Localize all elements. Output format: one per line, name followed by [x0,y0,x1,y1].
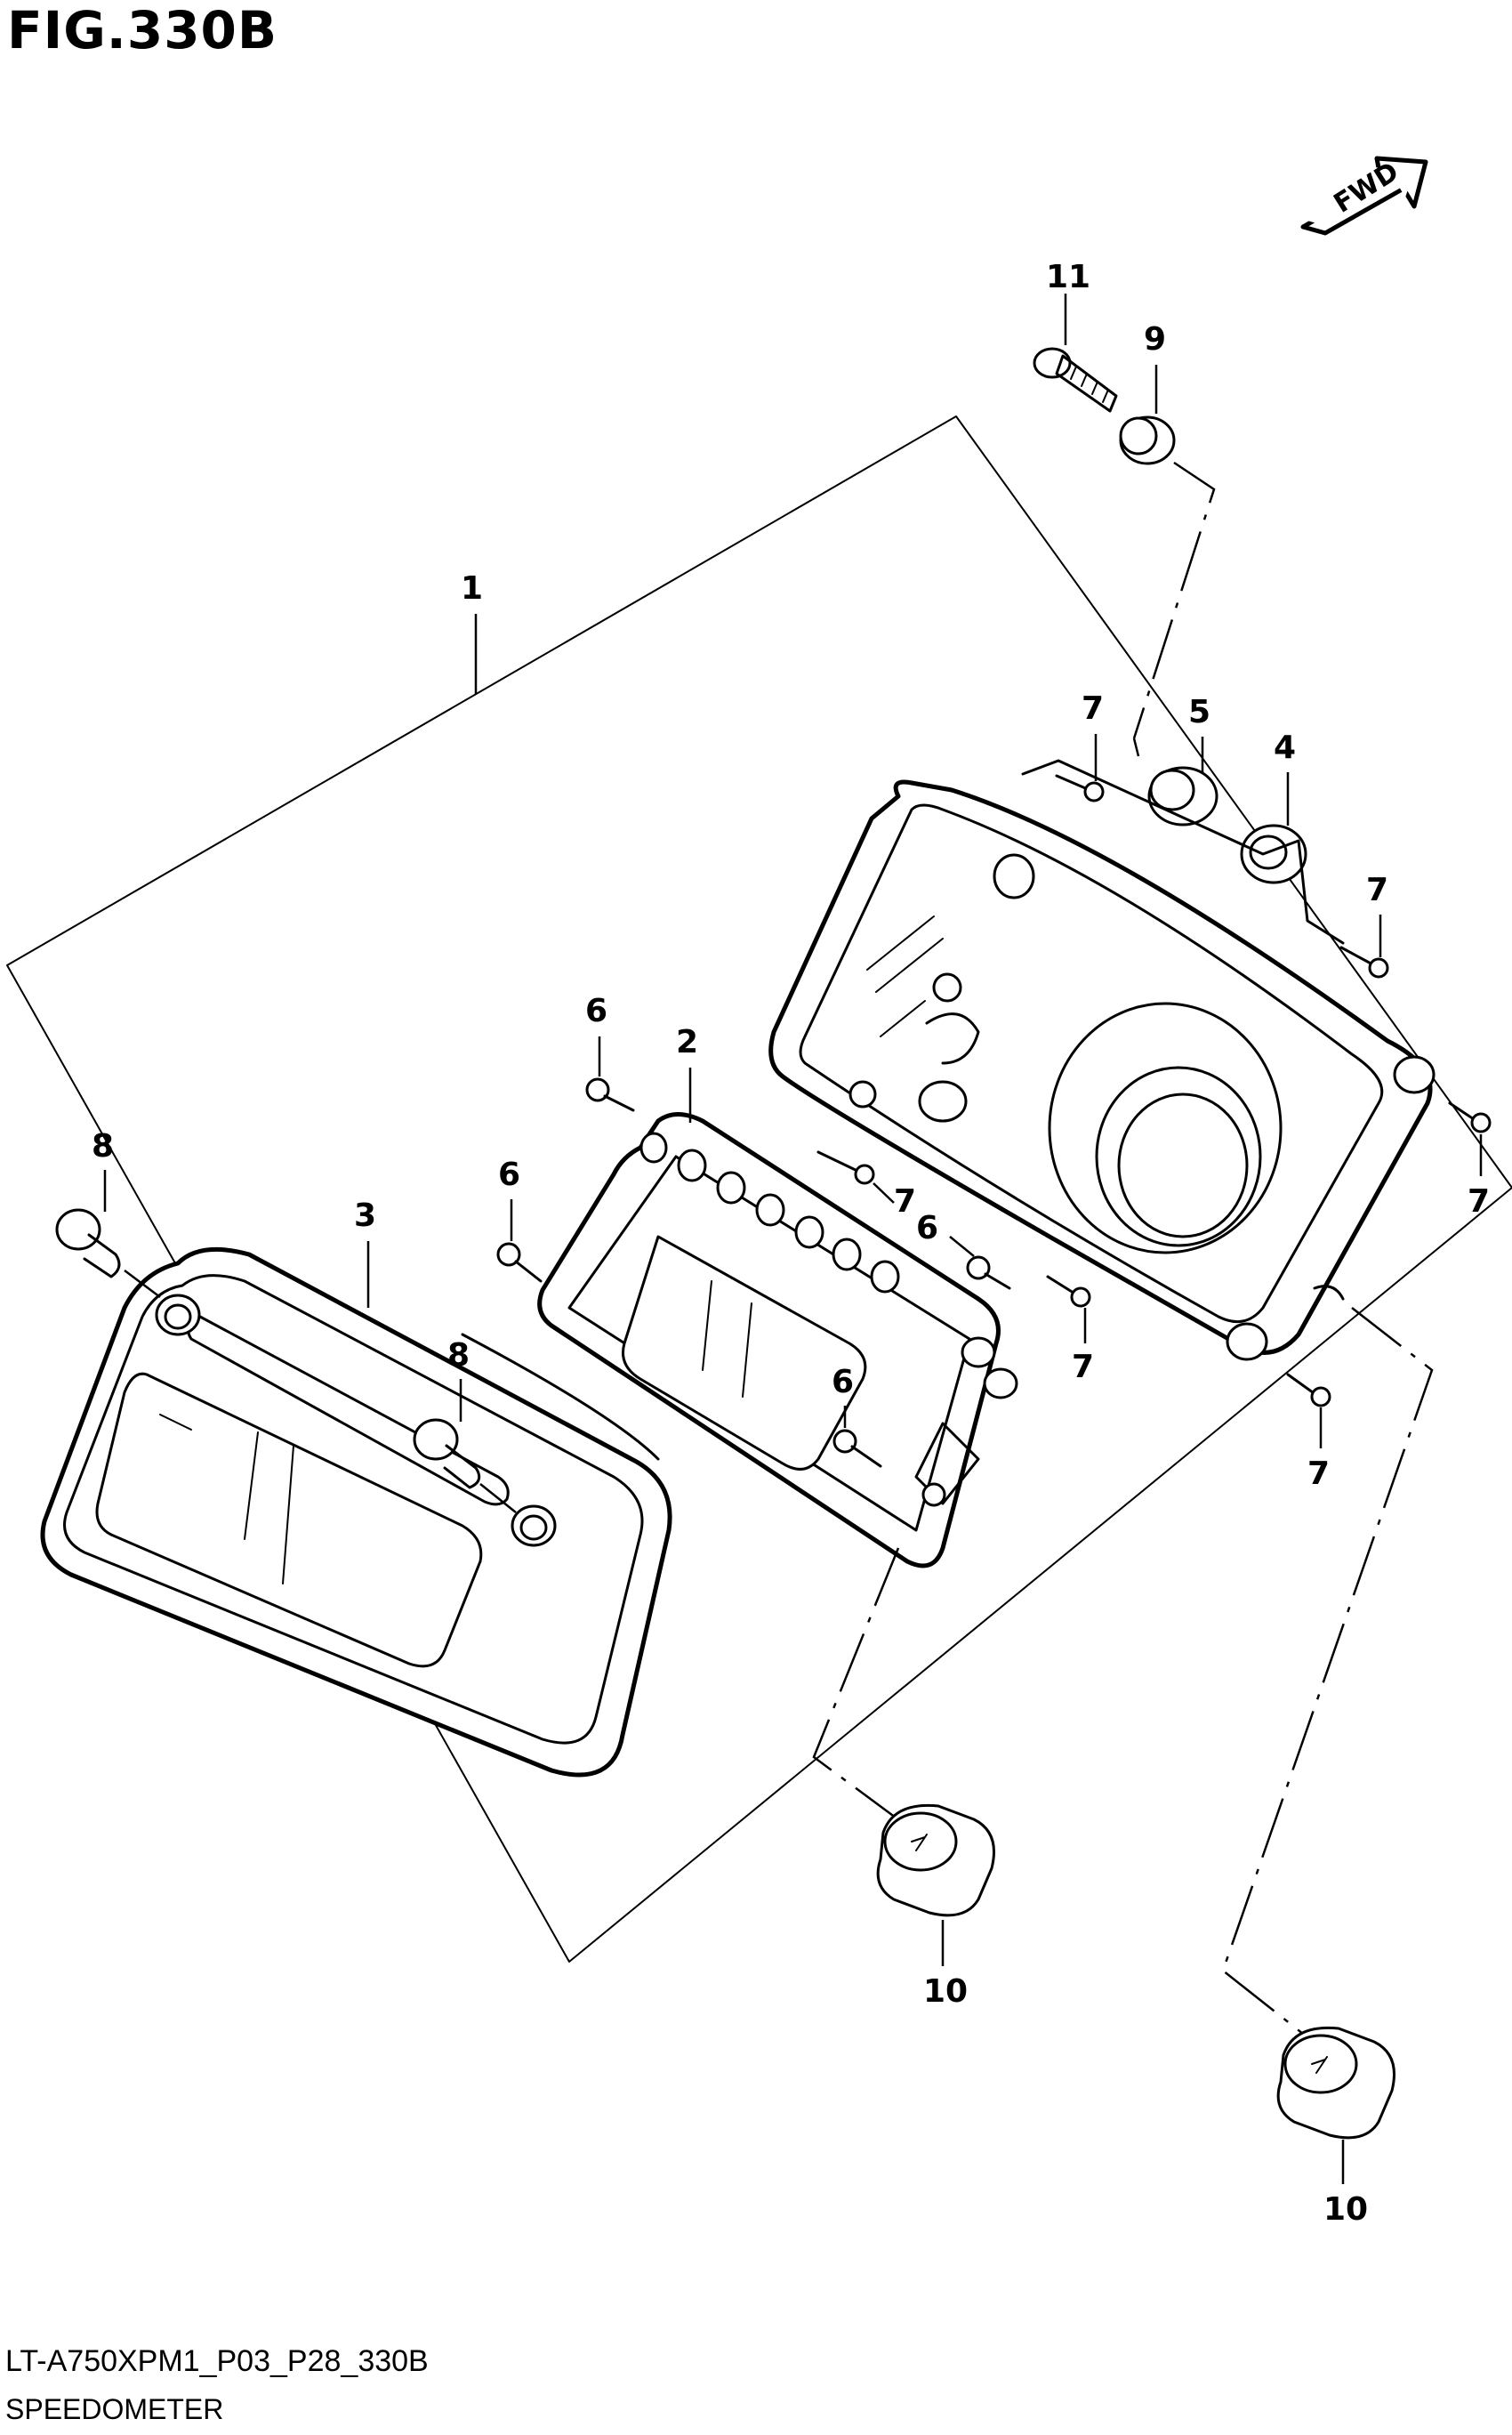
screw-6-a [585,1036,635,1112]
centerline-9 [1132,461,1216,739]
callout-4: 4 [1274,730,1296,766]
fwd-arrow: FWD [1300,156,1428,236]
callout-9: 9 [1144,321,1166,358]
callout-5: 5 [1188,694,1210,730]
callout-8-a: 8 [92,1128,114,1165]
callout-10-a: 10 [923,1973,968,2010]
screw-6-b [496,1199,543,1283]
lamp-10-b [1276,2026,1395,2184]
callout-7-f: 7 [1307,1455,1330,1492]
bolt-11 [1033,294,1118,413]
callout-7-c: 7 [1468,1183,1490,1220]
centerline-10-a [812,1547,917,1834]
meter-bezel-3 [40,1241,672,1778]
figure-caption: SPEEDOMETER [5,2393,224,2425]
screw-7-c [1448,1101,1492,1176]
lamp-10-a [876,1803,995,1966]
callout-8-b: 8 [447,1337,470,1374]
centerline-5 [1132,738,1140,757]
figure-title: FIG.330B [7,0,278,60]
grommet-4 [1240,772,1307,884]
assembly-boundary [6,415,1512,1963]
screw-6-d [832,1406,882,1468]
screw-7-d [816,1150,895,1204]
screw-8-a [55,1170,161,1298]
figure-code: LT-A750XPM1_P03_P28_330B [5,2344,429,2378]
callout-1: 1 [461,570,483,607]
callout-7-e: 7 [1072,1349,1094,1385]
screw-7-e [1046,1275,1091,1343]
callout-2: 2 [676,1024,698,1060]
callout-11: 11 [1046,259,1090,295]
meter-panel-2 [537,1068,1018,1568]
centerline-10-b [1221,1307,1434,2038]
callout-6-b: 6 [498,1157,520,1193]
screw-7-f [1286,1373,1331,1448]
callout-7-a: 7 [1082,690,1104,727]
callout-10-b: 10 [1323,2191,1368,2228]
screw-7-b [1339,915,1389,979]
callout-6-a: 6 [585,993,607,1029]
screw-7-a [1055,734,1105,802]
screw-6-c [949,1236,1011,1290]
callout-6-c: 6 [916,1210,938,1246]
meter-case-rear [768,759,1436,1361]
callout-6-d: 6 [832,1364,854,1400]
screw-8-b [413,1379,517,1513]
callout-7-d: 7 [894,1183,916,1220]
grommet-5 [1147,737,1218,826]
callout-3: 3 [354,1197,376,1234]
grommet-9 [1119,365,1176,465]
callout-7-b: 7 [1366,872,1388,908]
